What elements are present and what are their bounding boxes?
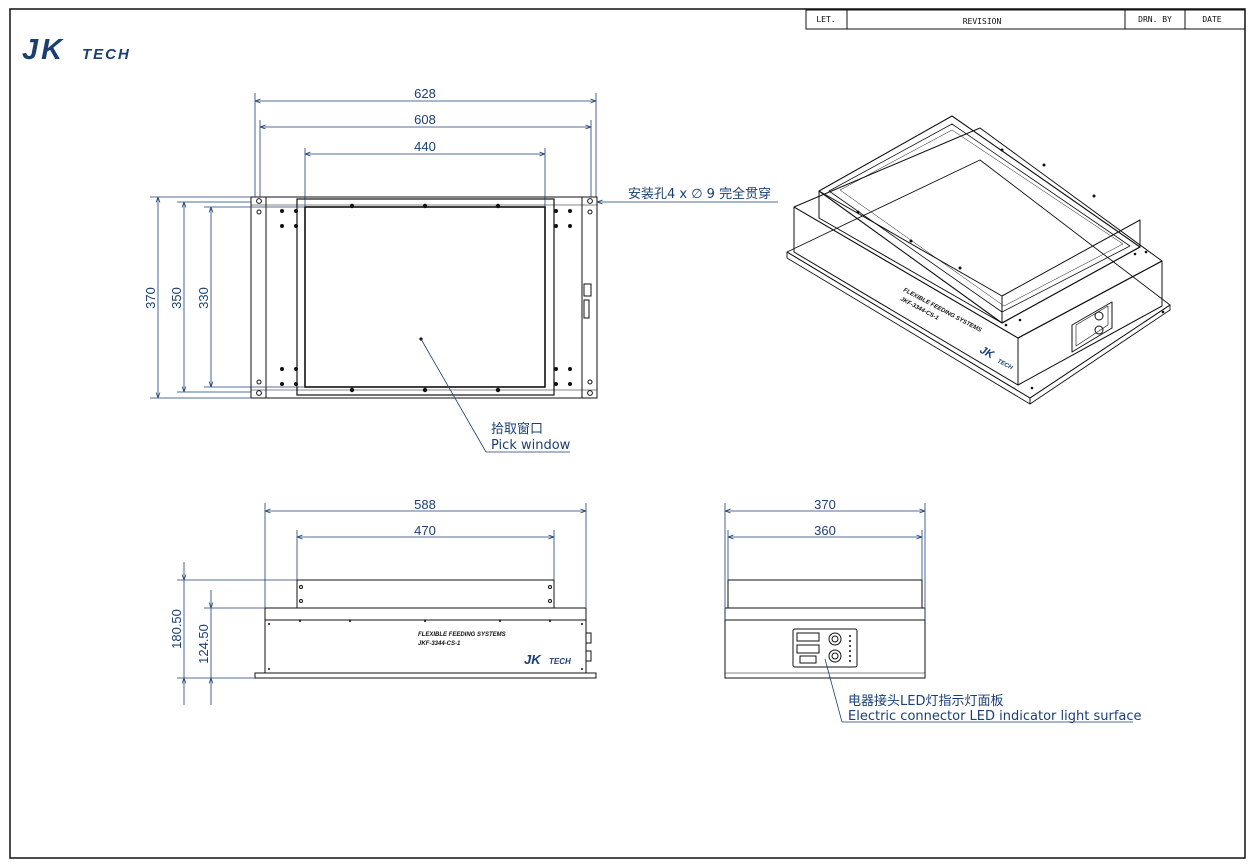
pick-window-label-cn: 拾取窗口 xyxy=(491,421,543,437)
dim-628: 628 xyxy=(414,86,436,101)
logo-sub-text: TECH xyxy=(82,46,131,63)
isometric-view xyxy=(786,115,1171,405)
isometric-view-holes xyxy=(856,148,1165,390)
front-logo-main: JK xyxy=(524,652,542,667)
revision-block: LET. REVISION DRN. BY DATE xyxy=(805,9,1246,30)
dim-side-360: 360 xyxy=(814,523,836,538)
date-header: DATE xyxy=(1202,15,1221,24)
let-header: LET. xyxy=(816,15,835,24)
front-view-panel-dots xyxy=(268,620,583,670)
iso-logo-main: JK xyxy=(978,344,997,362)
revision-header: REVISION xyxy=(963,17,1002,26)
sheet-border xyxy=(9,8,1246,859)
dim-350: 350 xyxy=(169,287,184,309)
top-view-width-dims xyxy=(254,93,597,207)
drawn-by-header: DRN. BY xyxy=(1138,15,1172,24)
dim-side-370: 370 xyxy=(814,497,836,512)
logo-main-text: JK xyxy=(22,34,65,66)
side-view-led-dots xyxy=(849,635,851,662)
pick-window-label-en: Pick window xyxy=(491,438,571,453)
side-view xyxy=(724,579,926,679)
pick-window-leader xyxy=(420,338,570,453)
top-view xyxy=(250,196,598,399)
top-view-height-dims xyxy=(150,196,305,399)
front-view-dims xyxy=(177,503,587,705)
dim-588: 588 xyxy=(414,497,436,512)
front-label-line1: FLEXIBLE FEEDING SYSTEMS xyxy=(418,632,506,638)
dim-470: 470 xyxy=(414,523,436,538)
mount-hole-note: 安装孔4 x ∅ 9 完全贯穿 xyxy=(628,186,771,202)
front-label-line2: JKF-3344-CS-1 xyxy=(418,641,461,647)
dim-180-50: 180.50 xyxy=(169,609,184,649)
front-logo-sub: TECH xyxy=(549,657,571,666)
company-logo: JK TECH xyxy=(22,34,131,66)
connector-leader xyxy=(824,658,1133,723)
dim-440: 440 xyxy=(414,139,436,154)
iso-logo-sub: TECH xyxy=(996,358,1014,371)
dim-124-50: 124.50 xyxy=(196,624,211,664)
top-view-holes xyxy=(256,198,593,396)
iso-label-line1: FLEXIBLE FEEDING SYSTEMS xyxy=(902,287,982,333)
front-view xyxy=(254,579,597,679)
dim-370: 370 xyxy=(143,287,158,309)
dim-330: 330 xyxy=(196,287,211,309)
dim-608: 608 xyxy=(414,112,436,127)
connector-label-cn: 电器接头LED灯指示灯面板 xyxy=(848,693,1003,709)
connector-label-en: Electric connector LED indicator light s… xyxy=(848,709,1142,724)
side-view-dims xyxy=(724,503,926,620)
